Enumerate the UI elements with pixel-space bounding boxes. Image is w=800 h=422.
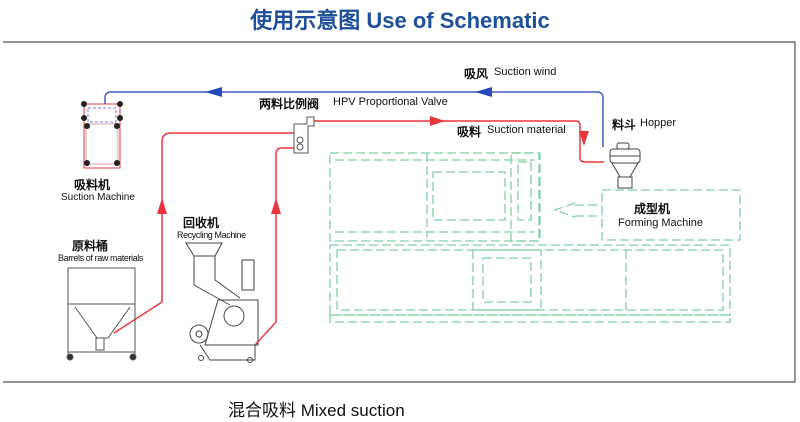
recycling-label-en: Recycling Machine (177, 230, 246, 240)
suction-wind-line (104, 91, 604, 147)
arrow-down-icon (579, 131, 589, 146)
forming-machine-label-cn: 成型机 (634, 202, 671, 216)
barrels-label-cn: 原料桶 (72, 239, 109, 253)
suction-material-label-en: Suction material (487, 124, 566, 136)
suction-material-lines (113, 120, 604, 346)
valve-label-cn: 两料比例阀 (259, 97, 320, 111)
arrow-left-icon (205, 87, 222, 97)
raw-material-barrel (66, 267, 137, 361)
arrow-right-icon (430, 116, 445, 126)
forming-machine (329, 152, 741, 323)
hopper-label-en: Hopper (640, 117, 677, 129)
page-title: 使用示意图 Use of Schematic (250, 8, 550, 33)
suction-wind-label-en: Suction wind (494, 66, 557, 78)
recycling-label-cn: 回收机 (183, 216, 220, 230)
caption: 混合吸料 Mixed suction (228, 401, 405, 420)
hopper-label-cn: 料斗 (612, 118, 637, 132)
arrow-up-icon (157, 198, 167, 214)
hopper (609, 142, 641, 189)
suction-machine-label-en: Suction Machine (61, 192, 135, 203)
recycling-machine (185, 242, 259, 363)
arrow-up-icon (271, 198, 281, 214)
valve-label-en: HPV Proportional Valve (333, 96, 448, 108)
frame-border (3, 41, 796, 383)
forming-machine-label-en: Forming Machine (618, 217, 703, 229)
barrels-label-en: Barrels of raw materials (58, 253, 143, 263)
suction-wind-label-cn: 吸风 (464, 67, 489, 81)
arrow-left-icon (475, 87, 492, 97)
suction-machine-label-cn: 吸料机 (74, 178, 111, 192)
proportional-valve (293, 116, 315, 154)
suction-material-label-cn: 吸料 (457, 125, 482, 139)
suction-machine (81, 101, 123, 169)
